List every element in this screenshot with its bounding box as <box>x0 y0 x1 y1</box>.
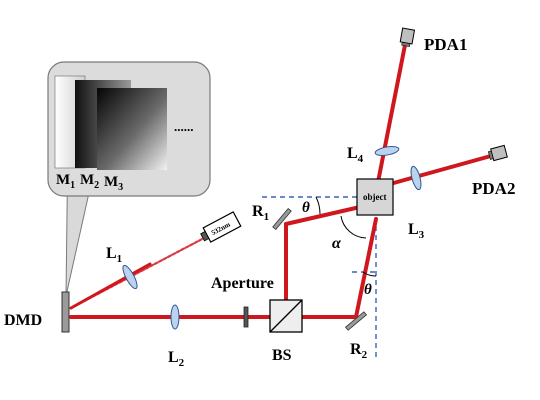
r1-label: R1 <box>252 203 269 223</box>
m2-label: M2 <box>80 172 99 191</box>
pattern-m3 <box>97 88 167 170</box>
object-label: object <box>363 192 387 202</box>
lens-l2 <box>170 304 180 330</box>
mirror-r1 <box>272 207 292 231</box>
lens-l3 <box>410 165 422 191</box>
detector-pda1 <box>399 27 416 47</box>
laser-source: 532nm <box>200 211 242 243</box>
pda1-label: PDA1 <box>424 35 467 54</box>
m3-label: M3 <box>104 174 123 193</box>
l1-label: L1 <box>106 245 122 265</box>
theta2-arc <box>362 271 377 277</box>
alpha-arc <box>340 215 367 239</box>
aperture-label: Aperture <box>211 275 274 292</box>
m1-label: M1 <box>56 172 75 191</box>
aperture <box>243 306 249 328</box>
pda2-label: PDA2 <box>472 179 515 198</box>
theta1-arc <box>315 196 321 215</box>
r2-label: R2 <box>350 341 368 361</box>
ellipsis-label: ...... <box>174 119 194 134</box>
bs-label: BS <box>272 347 292 364</box>
theta2-label: θ <box>364 282 372 298</box>
alpha-label: α <box>332 235 342 252</box>
dmd-mirror <box>61 291 70 333</box>
mirror-r2 <box>344 311 368 331</box>
lens-l4 <box>374 146 400 156</box>
lens-l1 <box>122 264 138 290</box>
pattern-callout: ...... M1 M2 M3 <box>47 61 211 297</box>
l3-label: L3 <box>408 221 425 241</box>
beam-splitter <box>269 299 303 333</box>
dmd-label: DMD <box>4 312 42 329</box>
laser-beams <box>69 38 500 319</box>
l2-label: L2 <box>168 349 185 369</box>
object-sample: object <box>356 178 394 216</box>
detector-pda2 <box>487 144 508 162</box>
l4-label: L4 <box>347 145 364 165</box>
theta1-label: θ <box>302 200 310 216</box>
